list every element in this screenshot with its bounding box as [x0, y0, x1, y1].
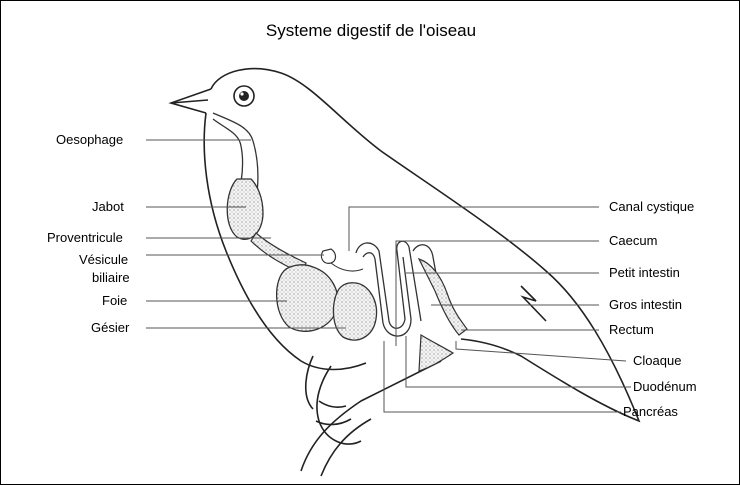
gizzard-organ	[333, 283, 376, 340]
label-jabot: Jabot	[92, 199, 124, 214]
label-foie: Foie	[102, 293, 127, 308]
label-proventricule: Proventricule	[47, 230, 123, 245]
leader-lines	[146, 140, 631, 412]
cloaca-organ	[419, 335, 453, 371]
label-vesicule: Vésicule	[79, 252, 128, 267]
label-petit-intestin: Petit intestin	[609, 265, 680, 280]
label-cloaque: Cloaque	[633, 353, 681, 368]
branch	[301, 361, 441, 471]
label-biliaire: biliaire	[92, 270, 130, 285]
label-canal-cystique: Canal cystique	[609, 199, 694, 214]
crop-organ	[227, 179, 263, 239]
label-gesier: Gésier	[91, 320, 129, 335]
label-duodenum: Duodénum	[633, 379, 697, 394]
eye-icon	[234, 86, 254, 106]
large-intestine-organ	[419, 259, 467, 335]
label-gros-intestin: Gros intestin	[609, 297, 682, 312]
label-caecum: Caecum	[609, 233, 657, 248]
label-pancreas: Pancréas	[623, 404, 678, 419]
label-rectum: Rectum	[609, 322, 654, 337]
liver-organ	[277, 265, 338, 331]
gall-bladder-organ	[321, 249, 335, 263]
label-oesophage: Oesophage	[56, 132, 123, 147]
